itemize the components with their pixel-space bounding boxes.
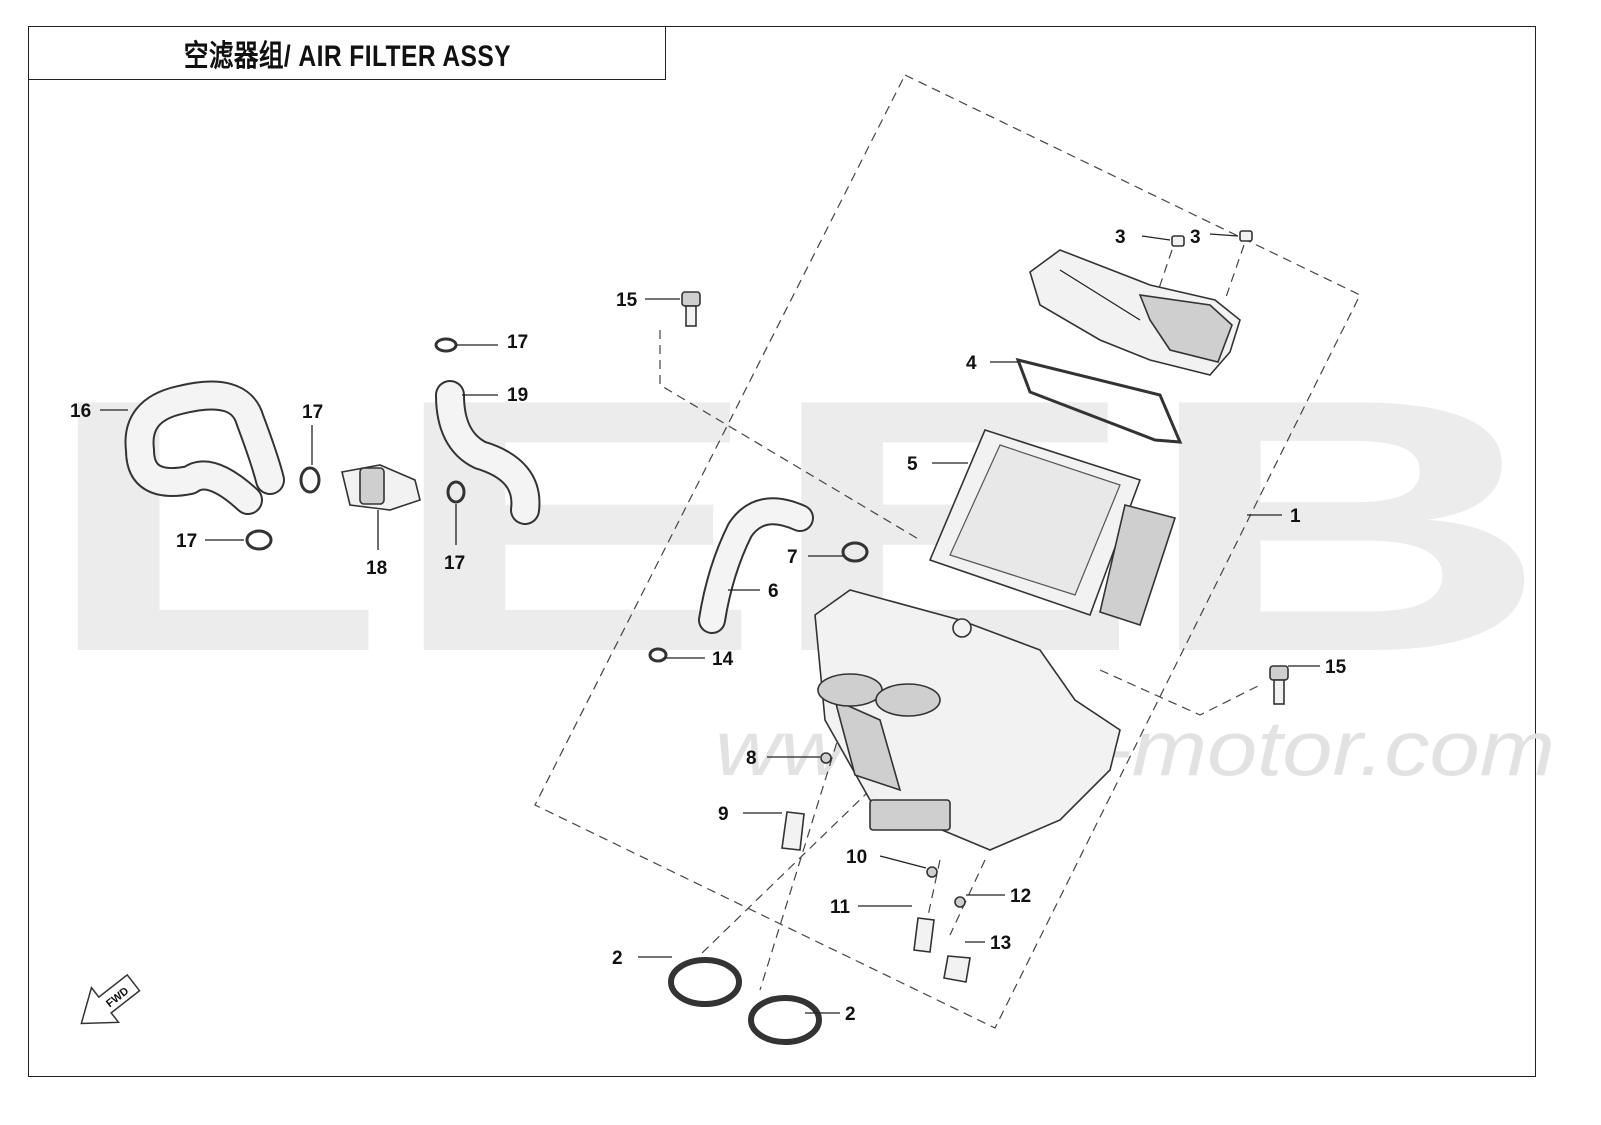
callout-17c: 17 (444, 553, 465, 574)
callout-17d: 17 (507, 332, 528, 353)
callout-10: 10 (846, 847, 867, 868)
drawing-frame (28, 26, 1536, 1077)
callout-4: 4 (966, 353, 977, 374)
callout-19: 19 (507, 385, 528, 406)
clamp-part (841, 541, 869, 563)
callout-3b: 3 (1190, 227, 1201, 248)
page-title: 空滤器组/ AIR FILTER ASSY (183, 40, 511, 73)
fwd-arrow-icon: FWD (80, 973, 141, 1025)
callout-9: 9 (718, 804, 729, 825)
valve-part (341, 464, 421, 511)
callout-16: 16 (70, 401, 91, 422)
drain-cap-part (781, 811, 971, 983)
callout-3a: 3 (1115, 227, 1126, 248)
hose-16-part (124, 380, 285, 515)
breather-hose-part (698, 497, 814, 634)
callout-14: 14 (712, 649, 734, 670)
callout-13: 13 (990, 933, 1011, 954)
callout-1: 1 (1290, 506, 1301, 527)
callout-5: 5 (907, 454, 918, 475)
callout-18: 18 (366, 558, 387, 579)
callout-17a: 17 (302, 402, 323, 423)
callout-2a: 2 (612, 948, 623, 969)
small-clamp-part (648, 647, 668, 663)
callout-2b: 2 (845, 1004, 856, 1025)
filter-element-part (928, 429, 1177, 627)
title-box: 空滤器组/ AIR FILTER ASSY (28, 26, 666, 80)
assembly-lines (659, 244, 1261, 991)
callout-6: 6 (768, 581, 779, 602)
callout-7: 7 (787, 547, 798, 568)
callout-12: 12 (1010, 886, 1031, 907)
bolt-part (681, 291, 1289, 705)
callout-8: 8 (746, 748, 757, 769)
clip-part (820, 752, 966, 908)
hose-19-part (435, 380, 541, 525)
hose-band-part (668, 957, 822, 1045)
callout-11: 11 (830, 897, 851, 918)
callouts: 1 2 2 3 3 4 5 6 7 8 9 10 11 12 13 14 15 (70, 227, 1347, 1025)
screw-part (1171, 230, 1253, 247)
callout-15b: 15 (1325, 657, 1347, 678)
callout-15a: 15 (616, 290, 638, 311)
air-box-housing-part (814, 589, 1121, 851)
watermark: LEEB www.leeb-motor.com (40, 325, 1555, 792)
filter-cover-part (1029, 249, 1241, 376)
gasket-part (1015, 357, 1183, 444)
callout-17b: 17 (176, 531, 197, 552)
assembly-boundary (534, 74, 1361, 1029)
